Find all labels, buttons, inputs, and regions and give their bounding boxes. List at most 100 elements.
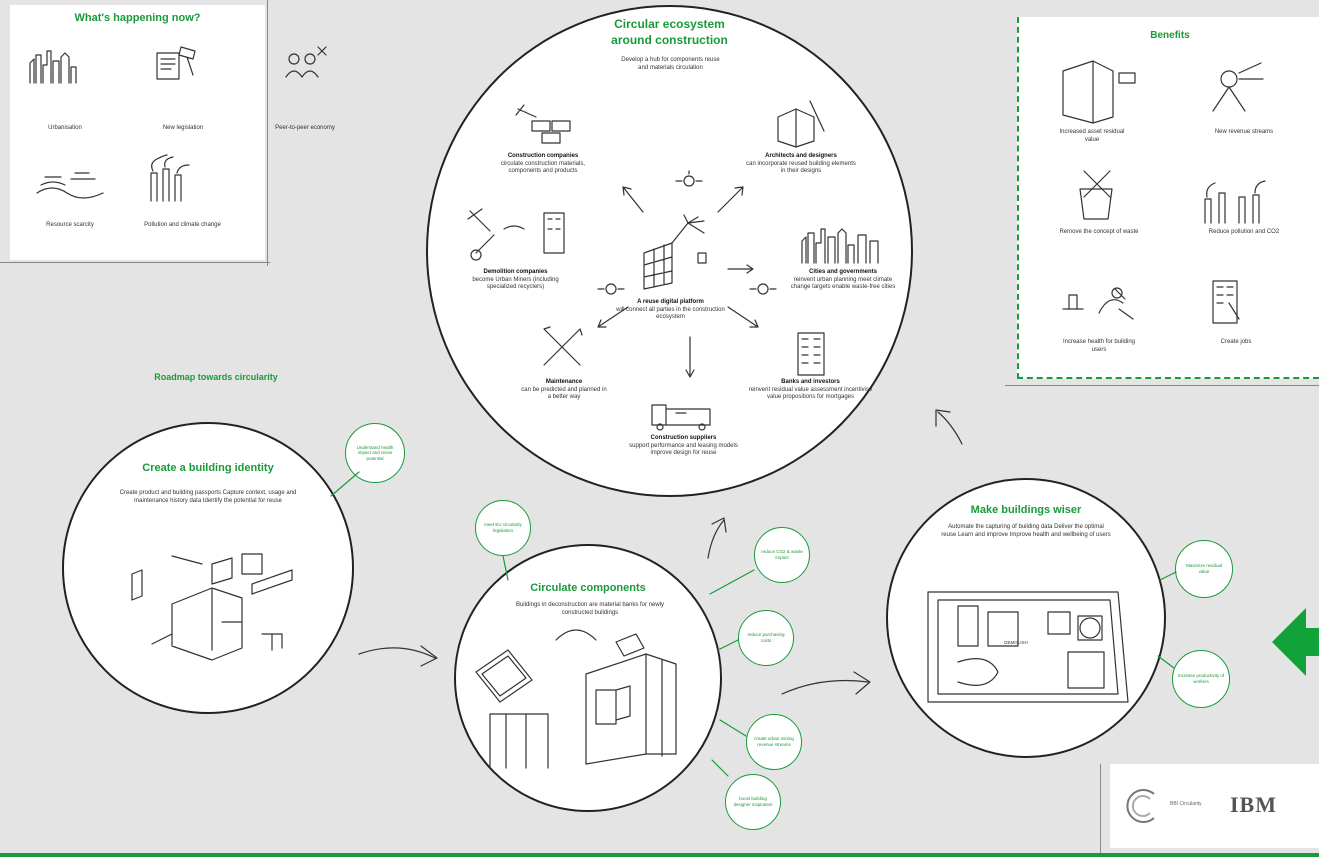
happening-item-pollution: Pollution and climate change <box>144 222 221 228</box>
happening-item-peer: Peer-to-peer economy <box>275 125 335 131</box>
circulate-bubble-co2: reduce CO2 & waste impact <box>754 527 810 583</box>
node-maintenance: Maintenance can be predicted and planned… <box>520 379 608 402</box>
node-construction-companies: Construction companies circulate constru… <box>488 153 598 176</box>
benefit-waste: Remove the concept of waste <box>1059 229 1139 235</box>
building-passport-illustration <box>131 553 293 661</box>
ecosystem-title-line2: around construction <box>611 32 728 47</box>
benefit-residual: Increased asset residual value <box>1059 129 1125 143</box>
scarcity-icon <box>36 172 104 199</box>
architect-icon <box>777 100 825 148</box>
roadmap-arrow-up <box>707 517 727 559</box>
benefits-title: Benefits <box>1150 30 1190 41</box>
roadmap-arrow <box>358 645 438 667</box>
circulate-title: Circulate components <box>530 582 646 594</box>
circulate-text: Buildings in deconstruction are material… <box>515 602 665 616</box>
roadmap-title: Roadmap towards circularity <box>154 372 278 382</box>
node-title: Construction suppliers <box>650 435 717 441</box>
wiser-screen-label: DEMOLISH <box>1004 640 1028 645</box>
truck-icon <box>651 404 711 431</box>
center-title: A reuse digital platform <box>637 299 704 305</box>
dashboard-illustration <box>927 591 1129 703</box>
building-icon <box>1062 60 1136 124</box>
components-illustration <box>475 629 677 769</box>
revenue-icon <box>1212 62 1264 112</box>
wiser-title: Make buildings wiser <box>970 504 1082 516</box>
skyline-icon <box>29 50 77 84</box>
tools-icon <box>543 326 583 366</box>
node-banks: Banks and investors reinvent residual va… <box>748 379 873 402</box>
roadmap-arrow-up <box>935 409 963 445</box>
bricks-icon <box>515 104 571 144</box>
back-arrow-icon[interactable] <box>1272 606 1319 678</box>
happening-title: What's happening now? <box>74 12 201 24</box>
node-architects: Architects and designers can incorporate… <box>746 153 856 176</box>
identity-bubble: Understand health impact and reuse poten… <box>345 423 405 483</box>
benefits-panel: Benefits Increased asset residual value … <box>1017 17 1319 379</box>
node-text: can incorporate reused building elements… <box>746 160 856 175</box>
frame-line <box>1100 764 1101 857</box>
ecosystem-circle: Circular ecosystem around construction D… <box>426 5 913 497</box>
circulate-bubble-urban-mining: create urban mining revenue streams <box>746 714 802 770</box>
center-text: will connect all parties in the construc… <box>616 306 725 321</box>
node-title: Maintenance <box>545 379 583 385</box>
remove-waste-icon <box>1079 170 1113 220</box>
wiser-bubble-productivity: Increase productivity of workers <box>1172 650 1230 708</box>
circularity-logo-icon <box>1126 789 1155 823</box>
node-demolition: Demolition companies become Urban Miners… <box>458 269 573 292</box>
benefit-health: Increase health for building users <box>1062 339 1136 353</box>
legislation-icon <box>156 46 196 80</box>
node-title: Construction companies <box>507 153 579 159</box>
bubble-connectors <box>502 555 755 777</box>
happening-item-scarcity: Resource scarcity <box>46 222 94 228</box>
frame-line <box>1005 385 1319 386</box>
happening-panel: What's happening now? Urbanisation New l… <box>10 5 335 260</box>
circulate-bubble-designer: boost building designer inspiration <box>725 774 781 830</box>
node-text: become Urban Miners (including specializ… <box>472 276 559 291</box>
identity-circle: Create a building identity Create produc… <box>62 422 354 714</box>
frame-line <box>0 262 270 263</box>
pollution-icon <box>150 154 190 202</box>
wiser-circle: Make buildings wiser Automate the captur… <box>886 478 1166 758</box>
node-title: Cities and governments <box>808 269 877 275</box>
ibm-logo: IBM <box>1230 792 1277 817</box>
ecosystem-subtitle: Develop a hub for components reuse and m… <box>621 57 720 71</box>
benefit-pollution: Reduce pollution and CO2 <box>1208 229 1280 235</box>
node-text: reinvent residual value assessment incen… <box>748 386 873 401</box>
logo-panel: BBI Circularity IBM <box>1110 764 1319 848</box>
roadmap-arrow <box>781 671 871 695</box>
bank-building-icon <box>797 332 825 376</box>
benefit-jobs: Create jobs <box>1220 339 1252 345</box>
partner-logo-text: BBI Circularity <box>1170 801 1202 807</box>
ecosystem-title: Circular ecosystem around construction <box>428 17 911 48</box>
node-title: Banks and investors <box>781 379 840 385</box>
lightbulb-icon <box>749 283 777 295</box>
flow-arrows <box>597 186 759 378</box>
benefit-revenue: New revenue streams <box>1214 129 1274 135</box>
happening-item-urbanisation: Urbanisation <box>48 125 82 131</box>
bubble-connector <box>330 471 360 497</box>
demolition-icon <box>467 208 565 261</box>
health-icon <box>1062 287 1134 320</box>
ecosystem-title-line1: Circular ecosystem <box>614 17 725 31</box>
platform-icon <box>643 214 707 290</box>
node-text: reinvent urban planning meet climate cha… <box>790 276 896 291</box>
node-title: Demolition companies <box>483 269 548 275</box>
lightbulb-icon <box>597 283 625 295</box>
jobs-icon <box>1212 280 1240 324</box>
wiser-text: Automate the capturing of building data … <box>941 524 1111 538</box>
node-text: circulate construction materials, compon… <box>500 160 586 175</box>
node-title: Architects and designers <box>765 153 837 159</box>
node-center-platform: A reuse digital platform will connect al… <box>608 299 733 322</box>
frame-line <box>267 0 268 266</box>
circulate-bubble-costs: reduce purchasing costs <box>738 610 794 666</box>
happening-item-legislation: New legislation <box>162 125 204 131</box>
circulate-circle: Circulate components Buildings in decons… <box>454 544 722 812</box>
node-text: can be predicted and planned in a better… <box>521 386 607 401</box>
node-text: support performance and leasing models i… <box>629 442 738 457</box>
reduce-pollution-icon <box>1204 180 1266 224</box>
lightbulb-icon <box>675 170 703 187</box>
bottom-accent-bar <box>0 853 1319 857</box>
identity-title: Create a building identity <box>142 462 274 474</box>
circulate-bubble-legislation: meet EU circularity legislation <box>475 500 531 556</box>
